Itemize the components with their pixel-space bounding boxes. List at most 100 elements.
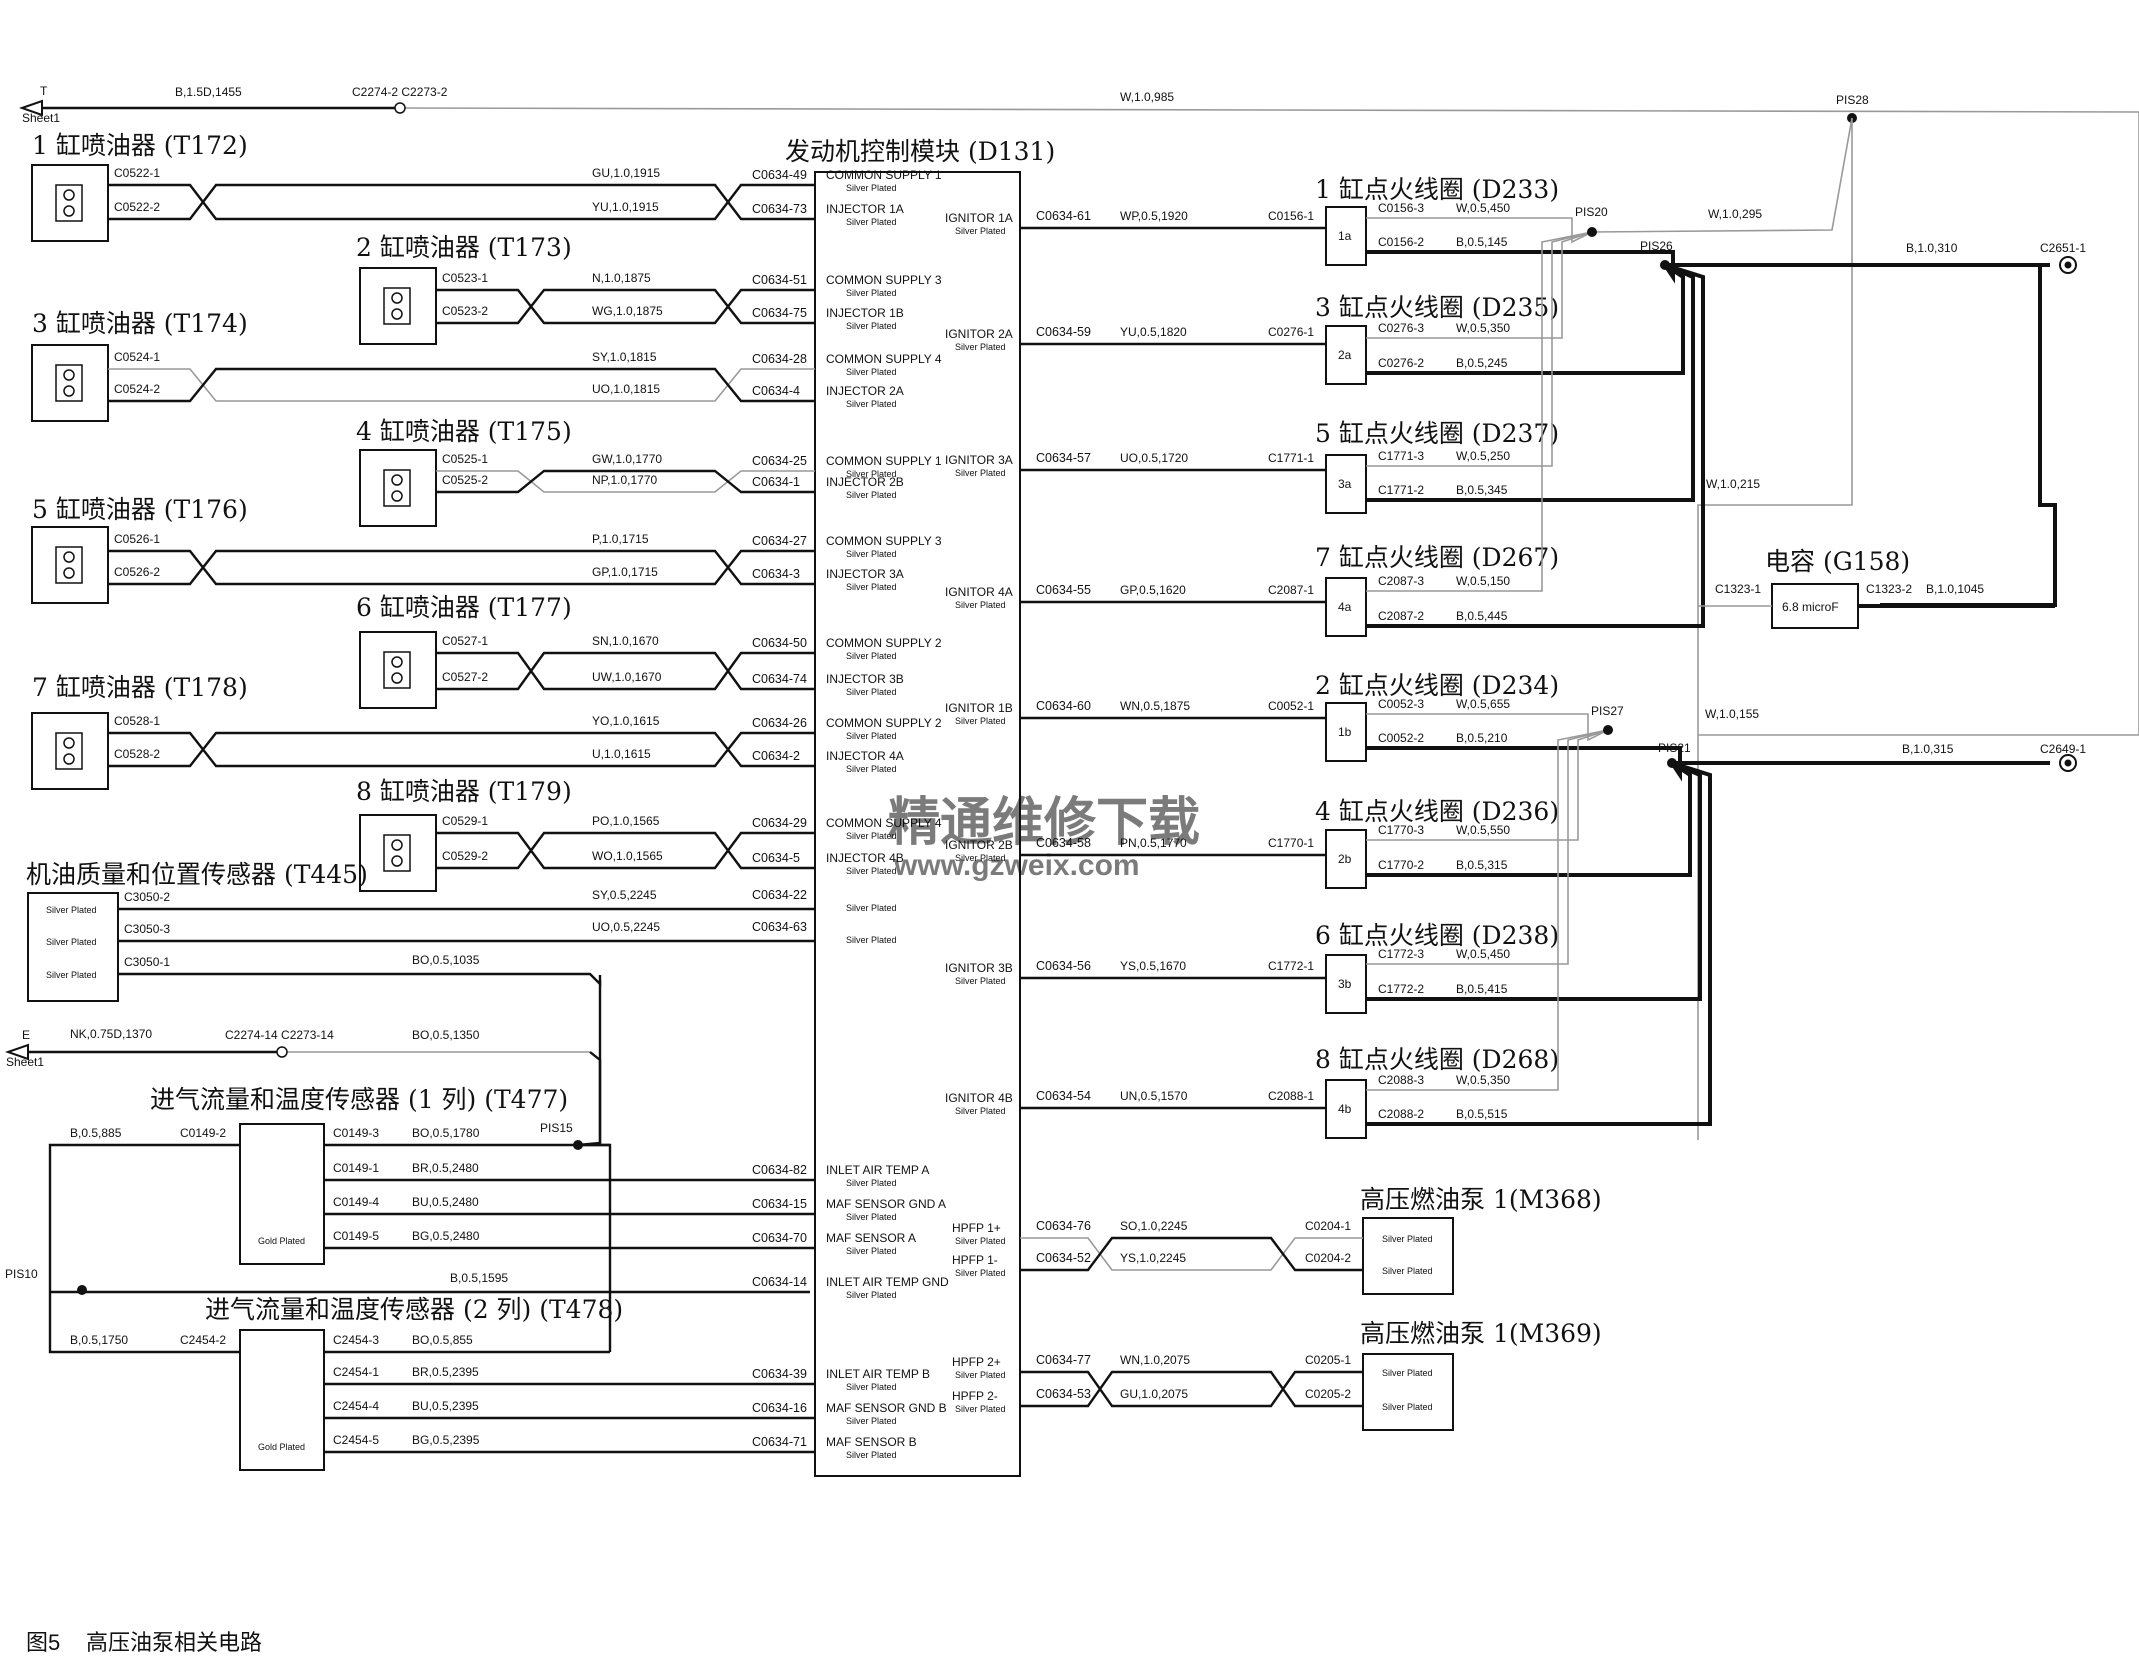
pis20-label: PIS20: [1575, 205, 1608, 219]
ecm-pin-sub: Silver Plated: [846, 831, 897, 841]
coil-input-conn: C0276-1: [1268, 325, 1314, 339]
ecm-pin-sub: Silver Plated: [846, 490, 897, 500]
injector-wire-b: [108, 367, 815, 403]
oil-pin-sub: Silver Plated: [46, 970, 97, 980]
ecm-pin-label: INLET AIR TEMP B: [826, 1367, 930, 1381]
maf-gnd-wire: B,0.5,885: [70, 1126, 122, 1140]
caption-fig: 图5: [26, 1630, 60, 1655]
coil-conn2: C1770-2: [1378, 858, 1424, 872]
ecm-pin-sub: Silver Plated: [955, 226, 1006, 236]
injector-conn2: C0526-2: [114, 565, 160, 579]
injector-6: 6 缸喷油器 (T177)C0527-1C0527-2SN,1.0,1670UW…: [356, 593, 815, 709]
connector-icon: [276, 1046, 288, 1058]
coil-input-wire-label: GP,0.5,1620: [1120, 583, 1186, 597]
injector-title: 3 缸喷油器 (T174): [32, 309, 248, 338]
pump-title: 高压燃油泵 1(M368): [1360, 1185, 1602, 1214]
oil-pin-wire: UO,0.5,2245: [592, 920, 660, 934]
pump-wire2: GU,1.0,2075: [1120, 1387, 1188, 1401]
ecm-pin-label: HPFP 2+: [952, 1355, 1001, 1369]
ecm-pin-conn: C0634-53: [1036, 1387, 1091, 1401]
ecm-pin-conn: C0634-60: [1036, 699, 1091, 713]
injector-wire1: P,1.0,1715: [592, 532, 649, 546]
coil-wire3: W,0.5,250: [1456, 449, 1510, 463]
ecm-pin-sub: Silver Plated: [955, 716, 1006, 726]
maf-pin-conn: C2454-5: [333, 1433, 379, 1447]
ecm-pin-label: COMMON SUPPLY 3: [826, 273, 942, 287]
b310-label: B,1.0,310: [1906, 241, 1958, 255]
oil-pin-conn: C3050-2: [124, 890, 170, 904]
coil-input-wire-label: PN,0.5,1770: [1120, 836, 1187, 850]
ecm-pin-label: COMMON SUPPLY 2: [826, 716, 942, 730]
coil-supply-wire: [1366, 231, 1593, 467]
maf-pin-wire: BU,0.5,2395: [412, 1399, 479, 1413]
ecm-pin-label: COMMON SUPPLY 4: [826, 352, 942, 366]
coil-wire3: W,0.5,550: [1456, 823, 1510, 837]
coil-ground-wire: [1366, 761, 1712, 1126]
ecm-pin-sub: Silver Plated: [846, 1290, 897, 1300]
e-wire1: NK,0.75D,1370: [70, 1027, 152, 1041]
ecm-pin-sub: Silver Plated: [846, 903, 897, 913]
c2651-label: C2651-1: [2040, 241, 2086, 255]
injector-wire-b: [108, 183, 815, 221]
coil-supply-wire: [1366, 729, 1609, 841]
injector-4: 4 缸喷油器 (T175)C0525-1C0525-2GW,1.0,1770NP…: [356, 417, 815, 527]
ecm-pin-conn: C0634-61: [1036, 209, 1091, 223]
injector-1: 1 缸喷油器 (T172)C0522-1C0522-2GU,1.0,1915YU…: [31, 131, 815, 242]
ecm-pin-sub: Silver Plated: [846, 321, 897, 331]
ecm-pin-sub: Silver Plated: [955, 1236, 1006, 1246]
pin-icon: [391, 490, 403, 502]
pump-sub: Silver Plated: [1382, 1402, 1433, 1412]
injector-wire-b: [436, 831, 815, 870]
ecm-pin-sub: Silver Plated: [846, 288, 897, 298]
ecm-pin-sub: Silver Plated: [846, 367, 897, 377]
injector-wire2: WG,1.0,1875: [592, 304, 663, 318]
ecm-pin-conn: C0634-73: [752, 202, 807, 216]
injector-title: 2 缸喷油器 (T173): [356, 233, 572, 262]
ecm-box: [814, 171, 1021, 1477]
injector-wire2: NP,1.0,1770: [592, 473, 657, 487]
injector-wire-a: [436, 470, 815, 493]
injector-wire-a: [436, 288, 815, 325]
coil-conn3: C2087-3: [1378, 574, 1424, 588]
maf-pin-conn: C2454-3: [333, 1333, 379, 1347]
injector-wire1: N,1.0,1875: [592, 271, 651, 285]
coil-bus-wiring: PIS20 PIS26 B,1.0,310 C2651-1 PIS27 W,1.…: [1575, 205, 2086, 772]
ecm-pin-label: COMMON SUPPLY 3: [826, 534, 942, 548]
pump-wire2: YS,1.0,2245: [1120, 1251, 1186, 1265]
coil-conn3: C0156-3: [1378, 201, 1424, 215]
injector-conn2: C0529-2: [442, 849, 488, 863]
c2649-label: C2649-1: [2040, 742, 2086, 756]
maf-pin-wire: BR,0.5,2480: [412, 1161, 479, 1175]
ecm-pin-conn: C0634-2: [752, 749, 800, 763]
ecm-pin-sub: Silver Plated: [955, 468, 1006, 478]
coil-wire2: B,0.5,210: [1456, 731, 1508, 745]
oil-sensor-title: 机油质量和位置传感器 (T445): [26, 860, 368, 889]
coil-tag: 2a: [1338, 348, 1352, 362]
coil-wire2: B,0.5,445: [1456, 609, 1508, 623]
coil-supply-wire: [1366, 231, 1593, 339]
top-sheet-label: Sheet1: [22, 111, 60, 125]
coil-box: [1325, 1079, 1367, 1139]
coil-tag: 1a: [1338, 229, 1352, 243]
ecm-pin-label: IGNITOR 2B: [945, 838, 1013, 852]
maf-title: 进气流量和温度传感器 (2 列) (T478): [205, 1295, 623, 1324]
coil-conn2: C0156-2: [1378, 235, 1424, 249]
b315-label: B,1.0,315: [1902, 742, 1954, 756]
ecm-pin-label: INLET AIR TEMP GND: [826, 1275, 949, 1289]
injector-title: 1 缸喷油器 (T172): [32, 131, 248, 160]
coil-supply-wire: [1366, 729, 1609, 1091]
pin-icon: [63, 189, 75, 201]
ecm-pin-label: IGNITOR 4B: [945, 1091, 1013, 1105]
coil-box: [1325, 954, 1367, 1014]
coil-tag: 4a: [1338, 600, 1352, 614]
ecm-pin-label: HPFP 2-: [952, 1389, 998, 1403]
ecm-pin-label: INJECTOR 1B: [826, 306, 904, 320]
coil-tag: 3a: [1338, 477, 1352, 491]
coil-wire2: B,0.5,345: [1456, 483, 1508, 497]
